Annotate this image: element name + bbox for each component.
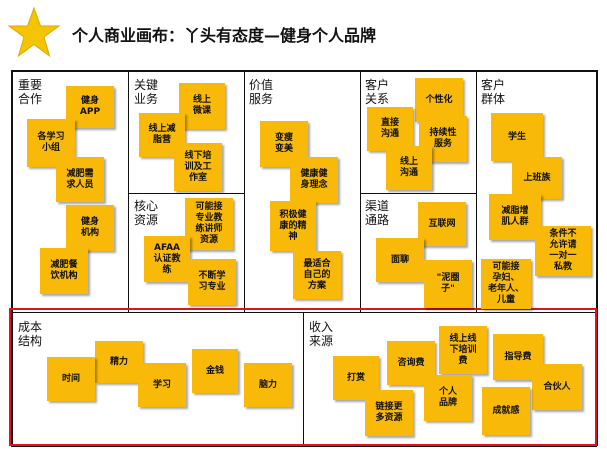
note-segment: 条件不 允许请 一对一 私教 (535, 226, 591, 276)
note-segment: 减脂增 肌人群 (489, 194, 541, 240)
divider-h-relationships (360, 193, 476, 194)
divider-h-activities (128, 193, 244, 194)
note-resource: 可能接 专业教 练讲师 资源 (185, 198, 233, 250)
note-cost: 金钱 (192, 349, 238, 393)
label-key-activities: 关键 业务 (134, 78, 159, 106)
note-value: 积极健 康的精 神 (270, 201, 316, 251)
label-customer-relationships: 客户 关系 (365, 78, 390, 106)
divider-h-bottom (11, 312, 597, 313)
note-relationship: 个性化 (415, 78, 463, 122)
star-icon (7, 6, 61, 58)
label-customer-segments: 客户 群体 (481, 78, 506, 106)
note-partner: 健身 机构 (66, 205, 114, 251)
note-cost: 时间 (47, 357, 95, 401)
note-value: 最适合 自己的 方案 (293, 251, 341, 299)
label-key-partners: 重要 合作 (18, 78, 43, 106)
note-revenue: 个人 品牌 (424, 375, 472, 421)
note-relationship: 线上 沟通 (386, 146, 432, 190)
highlight-frame (9, 308, 597, 446)
note-relationship: 直接 沟通 (367, 107, 413, 151)
note-channel: 面聊 (376, 238, 424, 282)
label-value-proposition: 价值 服务 (249, 78, 274, 106)
label-channels: 渠道 通路 (365, 199, 390, 227)
note-cost: 精力 (95, 341, 143, 383)
divider-v2 (244, 70, 245, 313)
note-partner: 减肥需 求人员 (56, 157, 104, 202)
note-resource: AFAA 认证教 练 (144, 236, 190, 282)
note-segment: 上班族 (512, 157, 562, 199)
note-cost: 学习 (138, 363, 186, 407)
note-revenue: 线上线 下培训 费 (439, 326, 487, 374)
page-title: 个人商业画布：丫头有态度—健身个人品牌 (72, 26, 377, 45)
note-activity: 线下培 训及工 作室 (174, 143, 222, 191)
label-cost-structure: 成本 结构 (18, 320, 43, 348)
note-channel: "泥圈 子" (424, 260, 472, 308)
label-revenue-streams: 收入 来源 (309, 320, 334, 348)
divider-v-bottom (303, 312, 304, 446)
note-revenue: 合伙人 (532, 364, 582, 410)
canvas-bottom-border (11, 445, 597, 447)
label-key-resources: 核心 资源 (134, 199, 159, 227)
divider-v3 (360, 70, 361, 313)
note-activity: 线上 微课 (179, 83, 225, 129)
note-channel: 互联网 (418, 202, 466, 246)
note-revenue: 链接更 多资源 (365, 390, 413, 436)
canvas-left-border (11, 70, 13, 446)
canvas-top-border (11, 70, 597, 72)
note-cost: 脑力 (244, 363, 292, 407)
note-segment: 可能接 孕妇、 老年人、 儿童 (481, 259, 531, 309)
divider-v4 (476, 70, 477, 313)
note-partner: 减肥餐 饮机构 (40, 248, 88, 294)
canvas-right-border (596, 70, 598, 446)
note-segment: 学生 (491, 113, 543, 161)
note-value: 健康健 身理念 (290, 157, 338, 203)
note-resource: 不断学 习专业 (188, 259, 236, 305)
divider-v1 (128, 70, 129, 313)
note-revenue: 成就感 (482, 387, 530, 435)
note-revenue: 打赏 (333, 356, 379, 400)
